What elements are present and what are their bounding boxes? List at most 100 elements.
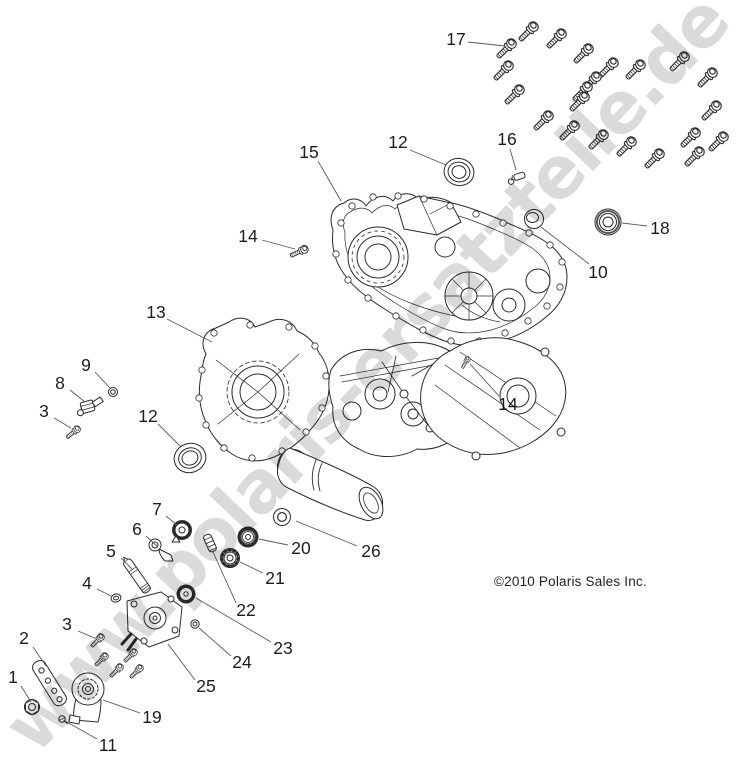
callout-leader-7 — [165, 515, 178, 526]
callout-leader-25 — [167, 643, 196, 681]
callout-label-11: 11 — [99, 735, 117, 755]
bolt-icon — [705, 129, 731, 155]
oil-seal-upper-art — [443, 157, 475, 187]
callout-leader-17 — [467, 41, 506, 47]
callout-leader-2 — [32, 646, 47, 667]
copyright-text: ©2010 Polaris Sales Inc. — [494, 574, 647, 589]
bevel-gear-art — [176, 584, 196, 604]
bolt-icon — [622, 57, 648, 83]
drive-gear-art — [237, 526, 259, 548]
bolt-icon — [677, 125, 703, 151]
plug-art — [524, 209, 544, 229]
callout-label-17: 17 — [446, 29, 465, 49]
callout-label-8: 8 — [55, 373, 65, 393]
bolt-icon — [570, 41, 596, 67]
washer-art — [190, 619, 200, 629]
sector-gear-art — [171, 520, 192, 543]
bearing-art — [594, 208, 622, 236]
callout-label-1: 1 — [8, 667, 18, 687]
bolt-icon — [288, 243, 310, 260]
callout-label-13: 13 — [146, 302, 165, 322]
shift-motor-art — [68, 672, 105, 725]
callout-leader-26 — [295, 520, 358, 547]
bolt-icon — [127, 662, 146, 681]
callout-label-4: 4 — [82, 573, 92, 593]
callout-leader-15 — [317, 160, 342, 202]
gear-cover-art — [120, 591, 183, 652]
spring-art — [203, 533, 217, 553]
bolt-icon — [681, 144, 707, 170]
o-ring-art — [108, 387, 118, 397]
grease-fitting-art — [507, 171, 526, 185]
flange-nut-art — [24, 699, 40, 715]
callout-label-25: 25 — [196, 676, 215, 696]
callout-label-5: 5 — [106, 541, 116, 561]
callout-leader-3 — [53, 417, 72, 429]
bolt-icon — [64, 423, 83, 441]
callout-leader-9 — [94, 371, 111, 389]
upper-crankcase-half-art — [330, 192, 568, 347]
callout-label-6: 6 — [132, 519, 142, 539]
callout-label-26: 26 — [361, 541, 380, 561]
bolt-icon — [490, 58, 516, 84]
callout-leader-14 — [469, 363, 500, 397]
lock-nut-art — [220, 548, 240, 568]
callout-label-14: 14 — [238, 226, 258, 246]
bolt-icon — [515, 19, 541, 45]
callout-label-18: 18 — [650, 218, 669, 238]
callout-leader-6 — [145, 535, 158, 547]
elbow-fitting-art — [76, 396, 104, 417]
callout-label-14: 14 — [498, 394, 518, 414]
bolt-icon — [556, 118, 582, 144]
drain-plug-art — [273, 508, 291, 526]
callout-leader-23 — [195, 597, 272, 643]
callout-leader-10 — [540, 226, 590, 265]
callout-label-7: 7 — [152, 499, 162, 519]
callout-leader-8 — [69, 389, 86, 403]
callout-label-15: 15 — [299, 142, 318, 162]
callout-label-20: 20 — [291, 538, 311, 558]
bolt-icon — [585, 127, 611, 153]
bolt-icon — [121, 646, 140, 665]
bolt-icon — [666, 49, 692, 75]
callout-label-12: 12 — [138, 406, 157, 426]
callout-leader-12 — [409, 149, 447, 166]
callout-leader-11 — [64, 720, 98, 740]
callout-leader-16 — [509, 148, 517, 171]
small-screw-art — [58, 715, 69, 725]
callout-leader-21 — [239, 561, 264, 574]
callout-label-3: 3 — [62, 614, 72, 634]
callout-leader-4 — [96, 588, 112, 597]
callout-leader-20 — [258, 538, 289, 546]
bolt-icon — [694, 65, 720, 91]
bolt-icon — [543, 26, 569, 52]
bolt-icon — [88, 631, 107, 650]
callout-label-24: 24 — [232, 652, 252, 672]
bolt-icon — [530, 108, 556, 134]
retaining-ring-art — [110, 593, 122, 603]
callout-leader-24 — [198, 627, 232, 657]
callout-label-3: 3 — [39, 401, 49, 421]
bolt-icon — [698, 98, 724, 124]
callout-leader-12 — [157, 423, 182, 448]
lower-crankcase-half-art — [195, 317, 567, 521]
shift-shaft-art — [123, 556, 151, 594]
callout-label-2: 2 — [19, 628, 29, 648]
bolt-icon — [613, 134, 639, 160]
oil-seal-lower-art — [173, 442, 207, 474]
callout-leader-22 — [212, 551, 237, 604]
callout-leader-5 — [120, 557, 133, 570]
callout-label-23: 23 — [273, 638, 292, 658]
callout-leader-18 — [621, 222, 648, 227]
callout-label-19: 19 — [142, 707, 161, 727]
shift-arm-art — [148, 538, 174, 562]
callout-leader-19 — [102, 699, 141, 714]
bolt-icon — [493, 36, 519, 62]
callout-label-12: 12 — [388, 132, 407, 152]
callout-label-16: 16 — [497, 129, 516, 149]
callout-label-10: 10 — [588, 262, 608, 282]
bolt-icon — [501, 82, 527, 108]
callout-label-9: 9 — [81, 355, 91, 375]
